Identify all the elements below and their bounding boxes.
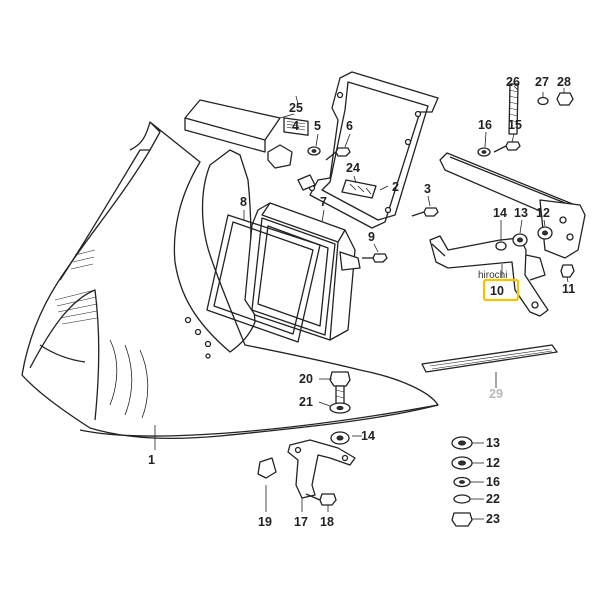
label-14-top: 14 xyxy=(493,206,507,220)
label-3: 3 xyxy=(424,182,431,196)
label-12-top: 12 xyxy=(536,206,550,220)
label-6: 6 xyxy=(346,119,353,133)
right-bracket-assembly xyxy=(429,152,586,317)
trim-strip-29 xyxy=(421,344,558,373)
label-25: 25 xyxy=(289,101,303,115)
label-19: 19 xyxy=(258,515,272,529)
label-29: 29 xyxy=(489,387,503,401)
label-21: 21 xyxy=(299,395,313,409)
hardware xyxy=(257,92,575,527)
fairing-shell xyxy=(21,121,439,440)
label-16-top: 16 xyxy=(478,118,492,132)
label-14-mid: 14 xyxy=(361,429,375,443)
label-22: 22 xyxy=(486,492,500,506)
upper-panel-4 xyxy=(184,99,293,169)
label-17: 17 xyxy=(294,515,308,529)
highlight-box-10 xyxy=(482,278,520,302)
label-4: 4 xyxy=(292,119,299,133)
label-5: 5 xyxy=(314,119,321,133)
stud-26 xyxy=(508,83,519,135)
headlight-assembly xyxy=(206,202,361,343)
label-9: 9 xyxy=(368,230,375,244)
decal-25 xyxy=(283,117,309,136)
label-13-bottom: 13 xyxy=(486,436,500,450)
label-27: 27 xyxy=(535,75,549,89)
label-13-top: 13 xyxy=(514,206,528,220)
label-28: 28 xyxy=(557,75,571,89)
part-labels: 25 4 5 6 24 2 3 8 7 9 26 27 28 16 15 14 … xyxy=(148,75,575,529)
label-15: 15 xyxy=(508,118,522,132)
label-23: 23 xyxy=(486,512,500,526)
label-1: 1 xyxy=(148,453,155,467)
label-16-bottom: 16 xyxy=(486,475,500,489)
label-20: 20 xyxy=(299,372,313,386)
label-24: 24 xyxy=(346,161,360,175)
bracket-2 xyxy=(308,71,439,229)
label-2: 2 xyxy=(392,180,399,194)
watermark: hirochi xyxy=(478,270,507,281)
label-8: 8 xyxy=(240,195,247,209)
leader-lines xyxy=(154,85,569,520)
label-18: 18 xyxy=(320,515,334,529)
label-11: 11 xyxy=(562,282,575,296)
label-7: 7 xyxy=(320,195,327,209)
label-10: 10 xyxy=(490,284,504,298)
label-26: 26 xyxy=(506,75,520,89)
label-12-bottom: 12 xyxy=(486,456,500,470)
badge-24 xyxy=(341,179,377,199)
